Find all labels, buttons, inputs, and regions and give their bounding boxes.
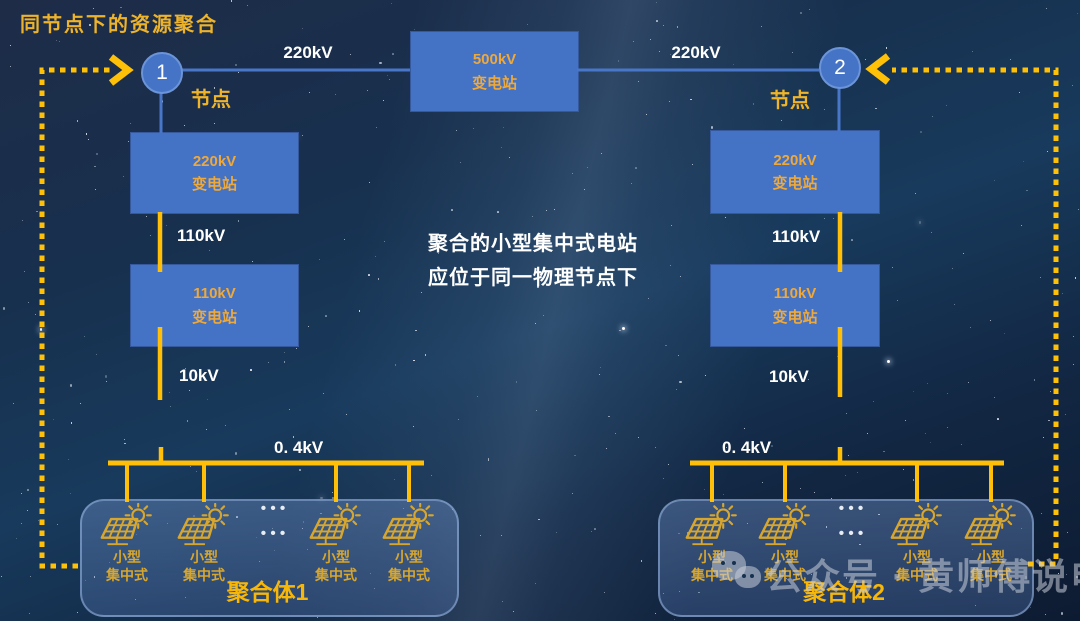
ellipsis-units-right: ••• ••• [831, 496, 875, 546]
label-220kv-right: 220kV [658, 43, 734, 63]
solar-panel-icon [684, 503, 740, 550]
substation-220kv-right: 220kV 变电站 [710, 130, 880, 214]
label-10kv-left: 10kV [179, 366, 219, 386]
solar-panel-icon [963, 503, 1019, 550]
node-1-circle: 1 [141, 52, 183, 94]
label-10kv-right: 10kV [769, 367, 809, 387]
label-04kv-left: 0. 4kV [274, 438, 323, 458]
solar-panel-icon [381, 503, 437, 550]
node-2-label: 节点 [770, 84, 810, 113]
watermark-text: 公众号 · 黄师傅说电 [766, 548, 1080, 600]
label-110kv-right: 110kV [772, 227, 820, 247]
page-title: 同节点下的资源聚合 [20, 8, 218, 37]
solar-panel-icon [308, 503, 364, 550]
substation-500kv: 500kV 变电站 [410, 31, 579, 112]
substation-110kv-right: 110kV 变电站 [710, 264, 880, 347]
solar-panel-icon [889, 503, 945, 550]
solar-panel-icon [176, 503, 232, 550]
note-line-2: 应位于同一物理节点下 [383, 261, 683, 290]
label-04kv-right: 0. 4kV [722, 438, 771, 458]
ellipsis-units-left: ••• ••• [253, 496, 297, 546]
label-110kv-left: 110kV [177, 226, 225, 246]
note-line-1: 聚合的小型集中式电站 [383, 227, 683, 256]
solar-panel-icon [99, 503, 155, 550]
aggregate-1-label: 聚合体1 [80, 573, 455, 607]
wechat-icon [712, 551, 766, 597]
substation-110kv-left: 110kV 变电站 [130, 264, 299, 347]
substation-220kv-left: 220kV 变电站 [130, 132, 299, 214]
solar-panel-icon [757, 503, 813, 550]
node-1-label: 节点 [191, 83, 231, 112]
node-2-circle: 2 [819, 47, 861, 89]
label-220kv-left: 220kV [270, 43, 346, 63]
